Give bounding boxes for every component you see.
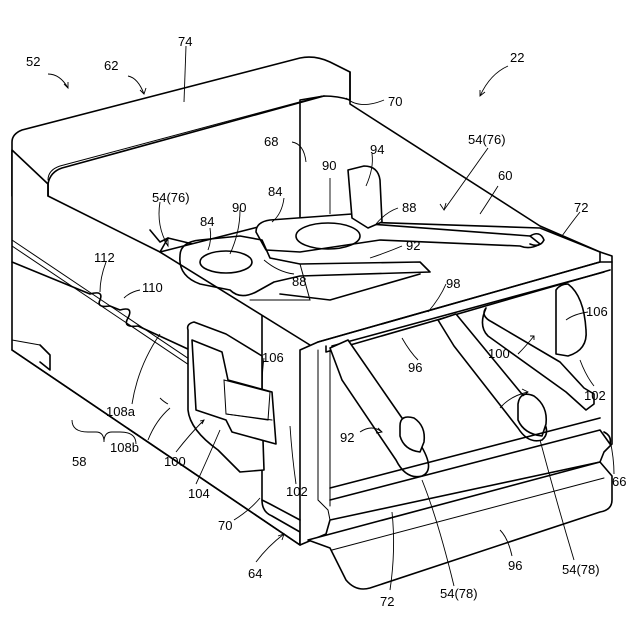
ref-22: 22 (510, 50, 524, 65)
ref-104: 104 (188, 486, 210, 501)
ref-100-a: 100 (488, 346, 510, 361)
ref-90-b: 90 (232, 200, 246, 215)
ref-84-b: 84 (200, 214, 214, 229)
ref-52-a: 52 (26, 54, 40, 69)
ref-96-b: 96 (508, 558, 522, 573)
ref-64: 64 (248, 566, 262, 581)
ref-88-a: 88 (402, 200, 416, 215)
ref-72-a: 72 (574, 200, 588, 215)
ref-66: 66 (612, 474, 626, 489)
ref-96-a: 96 (408, 360, 422, 375)
ref-92-b: 92 (340, 430, 354, 445)
ref-88-b: 88 (292, 274, 306, 289)
ref-92-a: 92 (406, 238, 420, 253)
ref-84-a: 84 (268, 184, 282, 199)
ref-102-a: 102 (584, 388, 606, 403)
ref-60: 60 (498, 168, 512, 183)
ref-110: 110 (142, 280, 163, 295)
ref-100-b: 100 (164, 454, 186, 469)
ref-54-78-a: 54(78) (440, 586, 478, 601)
ref-106-a: 106 (586, 304, 608, 319)
ref-70-b: 70 (218, 518, 232, 533)
ref-54-76-a: 54(76) (468, 132, 506, 147)
ref-94: 94 (370, 142, 384, 157)
ref-68: 68 (264, 134, 278, 149)
housing-drawing (12, 57, 612, 589)
ref-102-b: 102 (286, 484, 308, 499)
ref-106-b: 106 (262, 350, 284, 365)
ref-58: 58 (72, 454, 86, 469)
ref-54-76-b: 54(76) (152, 190, 190, 205)
ref-108a: 108a (106, 404, 136, 419)
ref-98: 98 (446, 276, 460, 291)
ref-70-a: 70 (388, 94, 402, 109)
ref-54-78-b: 54(78) (562, 562, 600, 577)
ref-108b: 108b (110, 440, 139, 455)
ref-62: 62 (104, 58, 118, 73)
ref-112: 112 (94, 250, 115, 265)
ref-74: 74 (178, 34, 192, 49)
ref-72-b: 72 (380, 594, 394, 609)
ref-90-a: 90 (322, 158, 336, 173)
